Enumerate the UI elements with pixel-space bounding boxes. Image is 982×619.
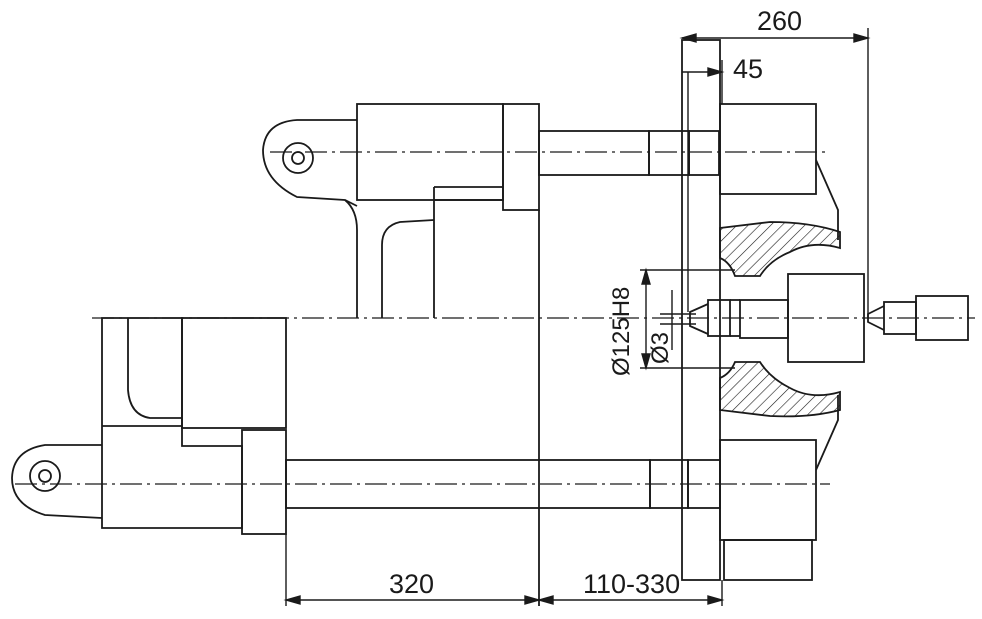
platen-lower-block xyxy=(719,439,817,541)
dim-260-label: 260 xyxy=(757,6,802,36)
dim-260-arrow-right xyxy=(853,33,871,43)
lower-pin-circle xyxy=(29,460,61,492)
platen-upper-chamfer xyxy=(815,159,839,240)
dim-stroke-arrow-left xyxy=(536,595,554,605)
dimension-labels: 260 45 320 110-330 Ø125H8 Ø3 xyxy=(389,6,802,599)
dim-45-label: 45 xyxy=(733,54,763,84)
platen-foot xyxy=(723,539,813,581)
upper-clevis-assembly xyxy=(262,103,720,318)
lower-clevis-bracket xyxy=(11,444,103,519)
upper-support-leg xyxy=(344,199,435,318)
upper-pin-hole xyxy=(291,151,305,165)
upper-rod-collar xyxy=(648,130,690,176)
right-nozzle-hex xyxy=(883,301,917,335)
upper-piston-rod xyxy=(538,130,650,176)
upper-rod-end xyxy=(688,130,720,176)
platen-upper-block xyxy=(719,103,817,195)
frame-left-block xyxy=(181,317,287,429)
dim-260-arrow-left xyxy=(679,33,697,43)
dim-320-arrow-right xyxy=(524,595,542,605)
platen-assembly xyxy=(681,39,969,581)
nozzle-shaft xyxy=(739,299,789,339)
dim-stroke-arrow-right xyxy=(707,595,725,605)
upper-cylinder-flange xyxy=(502,103,540,211)
nozzle-hex xyxy=(707,299,731,337)
lower-support-block xyxy=(101,317,243,529)
dim-bore-label: Ø125H8 xyxy=(608,287,635,376)
lower-cylinder-flange xyxy=(241,429,287,535)
dim-bore-arrow-bottom xyxy=(641,353,651,371)
dim-nozzle-label: Ø3 xyxy=(647,332,674,364)
dim-stroke-label: 110-330 xyxy=(583,569,680,599)
dim-bore-arrow-top xyxy=(641,267,651,285)
main-frame xyxy=(181,210,540,606)
dim-320-label: 320 xyxy=(389,569,434,599)
hatched-housing-bottom xyxy=(719,361,841,418)
dim-45-arrow xyxy=(707,67,725,77)
upper-pin-circle xyxy=(282,142,314,174)
dim-320-arrow-left xyxy=(283,595,301,605)
upper-clevis-bracket xyxy=(262,119,358,207)
lower-pin-hole xyxy=(38,469,52,483)
nozzle-tip xyxy=(689,303,709,335)
dimension-lines xyxy=(283,28,871,606)
platen-plate xyxy=(681,39,721,581)
lower-support-web xyxy=(127,318,182,419)
hatched-housing-top xyxy=(719,221,841,277)
